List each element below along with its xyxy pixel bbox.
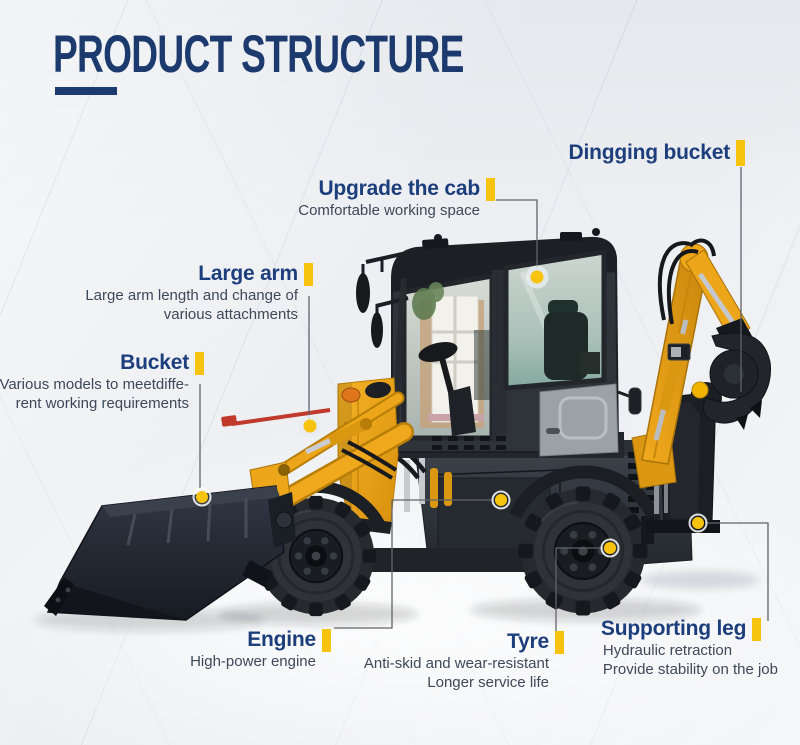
callout-subtitle: Various models to meetdiffe- bbox=[0, 376, 189, 393]
callout-subtitle: High-power engine bbox=[190, 653, 316, 670]
line-engine bbox=[334, 499, 494, 629]
dot-large-arm bbox=[299, 415, 321, 437]
callout-subtitle: Provide stability on the job bbox=[602, 661, 778, 678]
callout-lines bbox=[199, 167, 769, 632]
callout-tyre: Tyre Anti-skid and wear-resistant Longer… bbox=[364, 630, 564, 692]
excavator-arm bbox=[631, 238, 772, 489]
dot-supporting-leg bbox=[688, 513, 708, 533]
callout-subtitle: Longer service life bbox=[427, 674, 549, 691]
digging-bucket-part bbox=[690, 318, 772, 430]
accent-bar bbox=[486, 177, 495, 201]
callout-title: Tyre bbox=[507, 630, 549, 653]
callout-title: Bucket bbox=[120, 351, 189, 374]
dot-engine bbox=[491, 490, 511, 510]
dot-tyre bbox=[600, 538, 620, 558]
page-title: PRODUCT STRUCTURE bbox=[53, 25, 464, 84]
cab bbox=[356, 228, 642, 458]
accent-bar bbox=[195, 351, 204, 375]
callout-title: Supporting leg bbox=[600, 617, 747, 640]
line-tyre bbox=[555, 547, 603, 632]
accent-bar bbox=[322, 628, 331, 652]
callout-engine: Engine High-power engine bbox=[190, 628, 331, 671]
callout-subtitle: Large arm length and change of bbox=[85, 287, 298, 304]
callout-subtitle: rent working requirements bbox=[15, 395, 189, 412]
front-bucket bbox=[44, 485, 296, 621]
callout-subtitle: Comfortable working space bbox=[298, 202, 480, 219]
accent-bar bbox=[736, 140, 745, 166]
callout-subtitle: Hydraulic retraction bbox=[602, 642, 733, 659]
dot-upgrade-cab bbox=[525, 265, 549, 289]
accent-bar bbox=[555, 630, 564, 654]
callout-bucket: Bucket Various models to meetdiffe- rent… bbox=[0, 351, 204, 413]
accent-bar bbox=[304, 262, 313, 286]
callout-digging-bucket: Dingging bucket bbox=[568, 140, 745, 166]
callout-subtitle: Anti-skid and wear-resistant bbox=[363, 655, 549, 672]
line-upgrade-cab bbox=[496, 199, 538, 268]
dot-bucket bbox=[192, 487, 212, 507]
callout-upgrade-cab: Upgrade the cab Comfortable working spac… bbox=[298, 177, 495, 220]
callout-supporting-leg: Supporting leg Hydraulic retraction Prov… bbox=[601, 617, 778, 679]
callout-title: Large arm bbox=[198, 262, 298, 285]
callout-title: Dingging bucket bbox=[568, 141, 731, 164]
callout-title: Engine bbox=[247, 628, 316, 651]
callout-title: Upgrade the cab bbox=[318, 177, 480, 200]
title-underline bbox=[55, 87, 117, 95]
line-supporting-leg bbox=[705, 522, 769, 621]
callout-large-arm: Large arm Large arm length and change of… bbox=[85, 262, 313, 324]
rear-wheel bbox=[509, 465, 662, 618]
callout-dots bbox=[192, 265, 708, 558]
callout-subtitle: various attachments bbox=[163, 306, 298, 323]
accent-bar bbox=[752, 617, 762, 641]
